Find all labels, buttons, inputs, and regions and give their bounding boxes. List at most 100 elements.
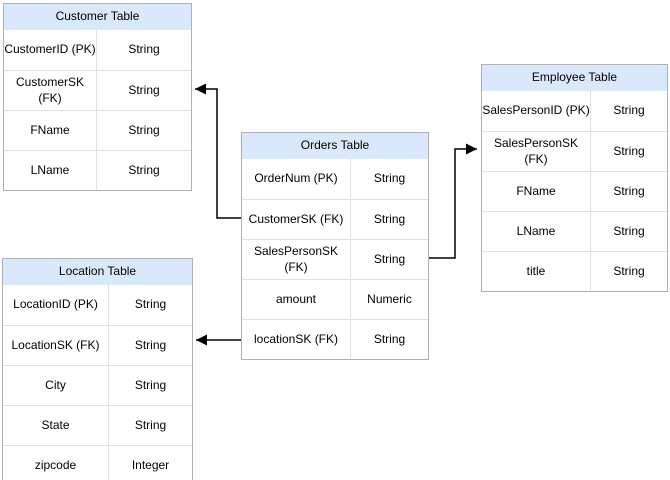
type-cell: String <box>109 406 192 445</box>
type-cell: String <box>591 172 667 211</box>
type-label: String <box>134 377 167 392</box>
table-row: FName String <box>482 171 667 211</box>
type-label: String <box>613 103 645 118</box>
type-cell: Integer <box>109 446 192 480</box>
table-row: State String <box>3 405 192 445</box>
field-label: SalesPersonSK (FK) <box>493 135 579 166</box>
table-row: SalesPersonID (PK) String <box>482 91 667 131</box>
field-cell: CustomerID (PK) <box>4 30 97 70</box>
field-label: LocationID (PK) <box>13 297 98 312</box>
field-label: locationSK (FK) <box>253 331 339 346</box>
table-row: LName String <box>4 150 191 190</box>
customer-table[interactable]: Customer Table CustomerID (PK) String Cu… <box>3 3 192 191</box>
type-label: String <box>613 143 645 158</box>
field-cell: SalesPersonID (PK) <box>482 91 591 131</box>
field-label: SalesPersonID (PK) <box>482 103 590 118</box>
table-row: locationSK (FK) String <box>242 319 428 359</box>
type-label: String <box>128 162 160 177</box>
type-label: String <box>128 82 160 97</box>
location-table-header: Location Table <box>3 259 192 285</box>
location-table-title: Location Table <box>58 264 137 279</box>
field-cell: zipcode <box>3 446 109 480</box>
type-cell: String <box>109 366 192 405</box>
type-cell: String <box>109 326 192 365</box>
type-label: String <box>134 337 167 352</box>
table-row: LocationSK (FK) String <box>3 325 192 365</box>
field-cell: CustomerSK (FK) <box>4 71 97 110</box>
field-cell: State <box>3 406 109 445</box>
type-cell: String <box>97 111 191 150</box>
field-label: SalesPersonSK (FK) <box>253 243 339 274</box>
field-cell: title <box>482 252 591 291</box>
type-label: String <box>373 171 406 186</box>
type-cell: String <box>97 30 191 70</box>
field-cell: LocationID (PK) <box>3 285 109 325</box>
type-label: String <box>134 417 167 432</box>
field-label: FName <box>516 183 556 198</box>
type-label: String <box>613 263 645 278</box>
type-label: String <box>128 42 160 57</box>
field-label: City <box>45 377 66 392</box>
field-cell: CustomerSK (FK) <box>242 200 351 239</box>
customer-table-title: Customer Table <box>55 9 140 24</box>
field-label: State <box>41 417 70 432</box>
type-label: String <box>613 223 645 238</box>
type-label: String <box>128 122 160 137</box>
field-cell: LName <box>4 151 97 190</box>
type-cell: String <box>97 71 191 110</box>
field-cell: City <box>3 366 109 405</box>
table-row: title String <box>482 251 667 291</box>
type-cell: String <box>351 240 428 279</box>
table-row: SalesPersonSK (FK) String <box>242 239 428 279</box>
field-label: CustomerSK (FK) <box>15 74 85 105</box>
type-cell: String <box>591 132 667 171</box>
location-table[interactable]: Location Table LocationID (PK) String Lo… <box>2 258 193 480</box>
field-label: LName <box>516 223 556 238</box>
field-cell: amount <box>242 280 351 319</box>
field-label: LName <box>30 162 70 177</box>
field-cell: locationSK (FK) <box>242 320 351 359</box>
table-row: CustomerID (PK) String <box>4 30 191 70</box>
field-cell: SalesPersonSK (FK) <box>242 240 351 279</box>
field-label: CustomerSK (FK) <box>248 211 344 226</box>
customer-table-header: Customer Table <box>4 4 191 30</box>
type-cell: Numeric <box>351 280 428 319</box>
field-label: OrderNum (PK) <box>254 171 338 186</box>
type-cell: String <box>109 285 192 325</box>
type-cell: String <box>97 151 191 190</box>
table-row: OrderNum (PK) String <box>242 159 428 199</box>
field-label: title <box>526 263 546 278</box>
relation-arrow-orders-customersk-to-customer[interactable] <box>195 83 241 219</box>
field-label: FName <box>30 122 70 137</box>
type-label: String <box>373 331 406 346</box>
field-label: zipcode <box>34 457 77 472</box>
employee-table-header: Employee Table <box>482 65 667 91</box>
table-row: CustomerSK (FK) String <box>242 199 428 239</box>
orders-table-title: Orders Table <box>300 138 370 153</box>
type-label: String <box>373 251 406 266</box>
type-cell: String <box>591 212 667 251</box>
table-row: LName String <box>482 211 667 251</box>
table-row: FName String <box>4 110 191 150</box>
field-cell: FName <box>4 111 97 150</box>
type-cell: String <box>351 200 428 239</box>
employee-table-title: Employee Table <box>531 70 618 85</box>
type-label: String <box>613 183 645 198</box>
orders-table-header: Orders Table <box>242 133 428 159</box>
table-row: CustomerSK (FK) String <box>4 70 191 110</box>
type-label: String <box>134 297 167 312</box>
type-label: Numeric <box>367 291 412 306</box>
type-cell: String <box>591 252 667 291</box>
field-label: CustomerID (PK) <box>4 42 96 57</box>
field-label: amount <box>275 291 317 306</box>
table-row: amount Numeric <box>242 279 428 319</box>
orders-table[interactable]: Orders Table OrderNum (PK) String Custom… <box>241 132 429 360</box>
employee-table[interactable]: Employee Table SalesPersonID (PK) String… <box>481 64 668 292</box>
table-row: zipcode Integer <box>3 445 192 480</box>
type-cell: String <box>351 320 428 359</box>
relation-arrow-orders-salespersonsk-to-employee[interactable] <box>429 143 477 259</box>
table-row: City String <box>3 365 192 405</box>
table-row: SalesPersonSK (FK) String <box>482 131 667 171</box>
